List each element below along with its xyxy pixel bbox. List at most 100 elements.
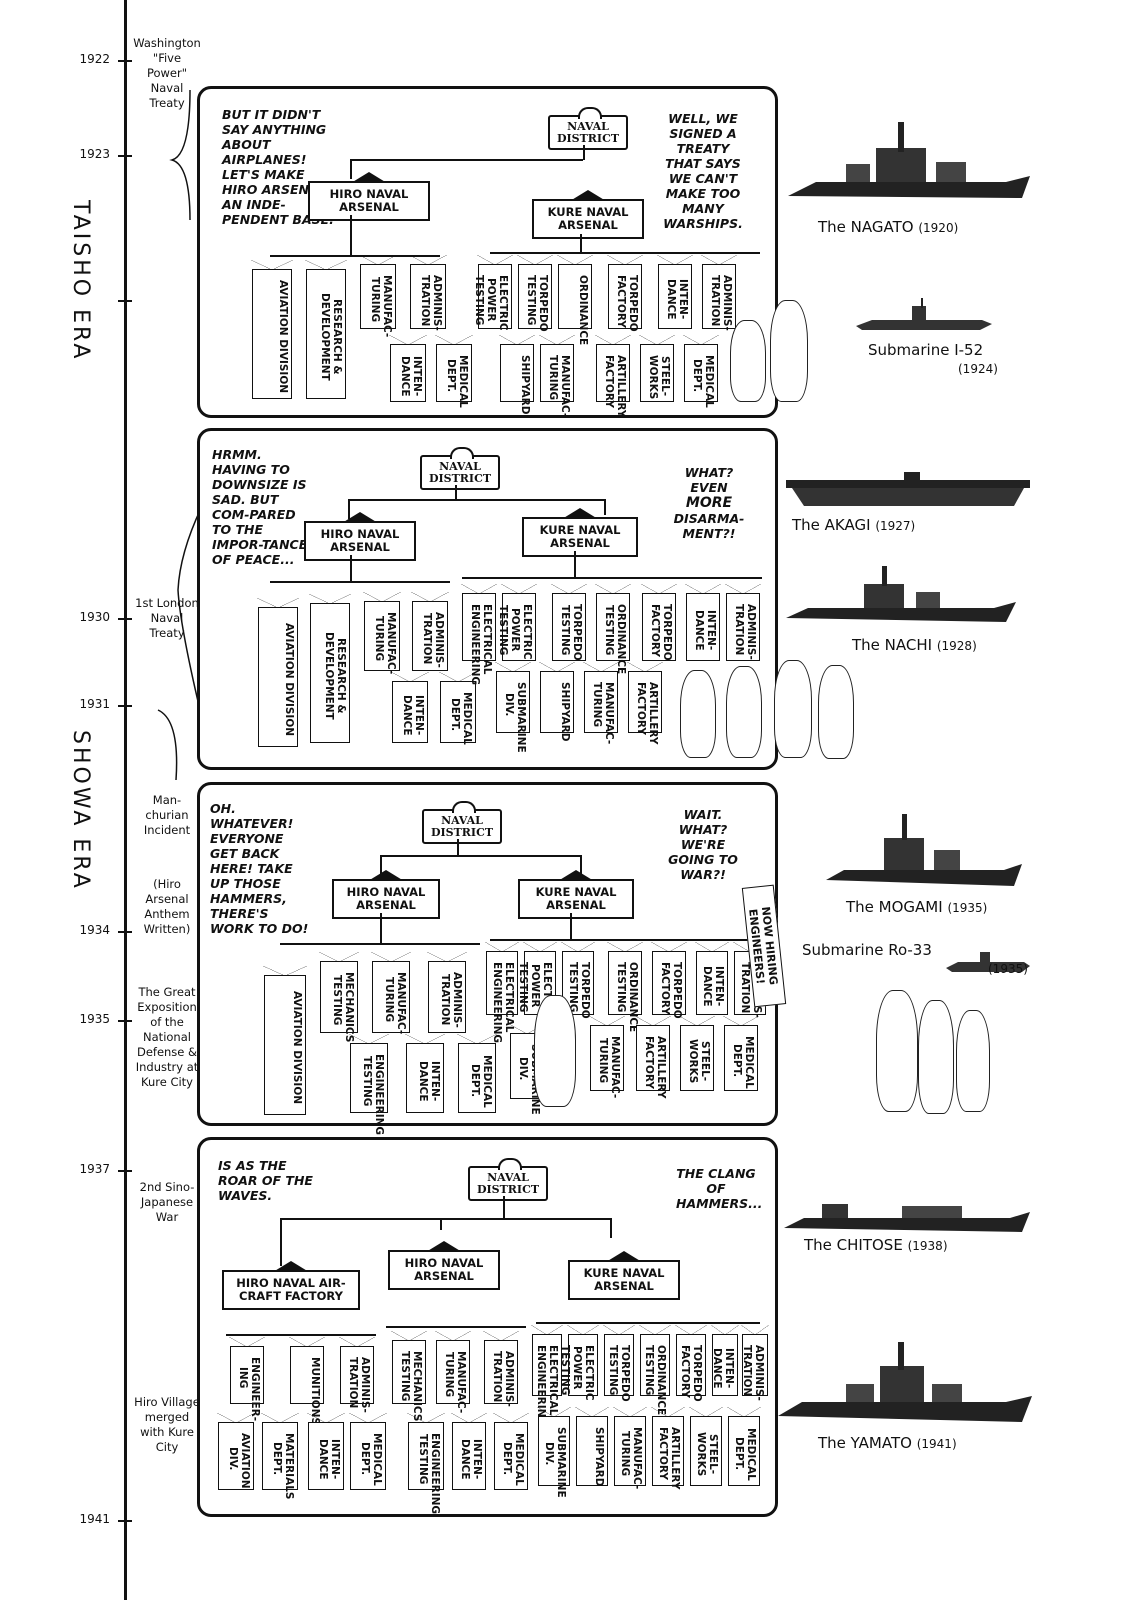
dept-intendance: INTEN-DANCE (391, 672, 429, 743)
dept-electrical-engineering: ELECTRICAL ENGINEERING (485, 942, 519, 1043)
dept-mechanics-testing: MECHANICS TESTING (391, 1331, 427, 1421)
dept-administration: ADMINIS-TRATION (411, 592, 449, 671)
dept-electric-power-testing: ELECTRIC POWER TESTING (559, 1325, 599, 1401)
ship-label-ro33: Submarine Ro-33(1935) (802, 941, 1028, 977)
dept-steelworks: STEEL-WORKS (639, 335, 675, 402)
dept-shipyard: SHIPYARD (575, 1407, 609, 1486)
worker-figure (726, 666, 762, 758)
dept-intendance: INTEN-DANCE (451, 1413, 487, 1490)
connector (386, 1326, 526, 1328)
speech-right-line3: DISARMA-MENT?! (673, 511, 745, 541)
dept-electric-power-testing: ELECTRIC POWER TESTING (473, 255, 513, 331)
year-1923: 1923 (79, 147, 110, 161)
dept-electrical-engineering: ELECTRICAL ENGINEERING (461, 584, 497, 685)
year-1930: 1930 (79, 610, 110, 624)
speech-right: WELL, WE SIGNED A TREATY THAT SAYS WE CA… (663, 111, 743, 231)
dept-manufacturing: MANUFAC-TURING (359, 255, 397, 337)
kure-naval-arsenal: KURE NAVAL ARSENAL (522, 508, 638, 557)
speech-left: HRMM. HAVING TO DOWNSIZE IS SAD. BUT COM… (212, 447, 308, 567)
dept-medical-kure: MEDICAL DEPT. (727, 1407, 761, 1486)
dept-medical-kure: MEDICAL DEPT. (683, 335, 719, 408)
year-1931: 1931 (79, 697, 110, 711)
dept-artillery-factory: ARTILLERY FACTORY (627, 662, 663, 744)
tick-1937 (118, 1170, 132, 1172)
dept-administration-kure: ADMINIS-TRATION (725, 584, 761, 661)
event-london-treaty: 1st London Naval Treaty (135, 596, 199, 640)
year-1934: 1934 (79, 923, 110, 937)
worker-figure (774, 660, 812, 758)
hiro-naval-aircraft-factory: HIRO NAVAL AIR-CRAFT FACTORY (222, 1261, 360, 1310)
connector (503, 1196, 505, 1218)
dept-medical: MEDICAL DEPT. (435, 335, 473, 408)
dept-intendance-kure: INTEN-DANCE (711, 1325, 739, 1396)
era-braces (157, 89, 206, 781)
era-label-showa: SHOWA ERA (68, 730, 93, 891)
ship-name: The CHITOSE (804, 1236, 903, 1254)
dept-intendance-aircraft: INTEN-DANCE (307, 1413, 345, 1490)
dept-torpedo-factory: TORPEDO FACTORY (651, 942, 687, 1019)
tick-1935 (118, 1020, 132, 1022)
ship-name: The MOGAMI (846, 898, 943, 916)
connector (490, 939, 760, 941)
dept-medical: MEDICAL DEPT. (439, 672, 477, 745)
dept-manufacturing: MANUFAC-TURING (371, 952, 411, 1034)
dept-torpedo-factory: TORPEDO FACTORY (675, 1325, 707, 1402)
dept-manufacturing-kure: MANUFAC-TURING (583, 662, 619, 744)
speech-right: WAIT. WHAT? WE'RE GOING TO WAR?! (668, 807, 738, 882)
hiro-naval-arsenal: HIRO NAVAL ARSENAL (304, 512, 416, 561)
dept-manufacturing-kure: MANUFAC-TURING (613, 1407, 647, 1489)
dept-engineering-testing: ENGINEERING TESTING (407, 1413, 445, 1514)
dept-manufacturing: MANUFAC-TURING (435, 1331, 471, 1413)
ship-year: (1938) (907, 1239, 948, 1253)
dept-submarine-div: SUBMARINE DIV. (537, 1407, 571, 1498)
connector (350, 555, 352, 581)
dept-intendance: INTEN-DANCE (405, 1034, 445, 1113)
connector (350, 159, 583, 161)
ship-name: The NACHI (852, 636, 933, 654)
ship-label-akagi: The AKAGI (1927) (792, 516, 915, 534)
girl-figure (956, 1010, 990, 1112)
year-1935: 1935 (79, 1012, 110, 1026)
tick-1934 (118, 931, 132, 933)
connector (350, 215, 352, 255)
connector (280, 1218, 282, 1266)
connector (280, 943, 480, 945)
worker-figure (730, 320, 766, 402)
dept-medical-kure: MEDICAL DEPT. (723, 1016, 759, 1091)
dept-artillery-factory: ARTILLERY FACTORY (595, 335, 631, 417)
dept-torpedo-factory: TORPEDO FACTORY (607, 255, 643, 332)
dept-medical: MEDICAL DEPT. (457, 1034, 497, 1113)
ship-year: (1927) (875, 519, 916, 533)
hiro-naval-arsenal: HIRO NAVAL ARSENAL (332, 870, 440, 919)
connector (226, 1334, 376, 1336)
dept-mechanics-testing: MECHANICS TESTING (319, 952, 359, 1042)
connector (270, 581, 450, 583)
speech-left: BUT IT DIDN'T SAY ANYTHING ABOUT AIRPLAN… (222, 107, 334, 227)
panel-1923: BUT IT DIDN'T SAY ANYTHING ABOUT AIRPLAN… (197, 86, 778, 418)
connector (380, 855, 382, 875)
dept-intendance: INTEN-DANCE (389, 335, 427, 402)
ship-year: (1935) (947, 901, 988, 915)
kure-naval-arsenal: KURE NAVAL ARSENAL (518, 870, 634, 919)
connector (604, 499, 606, 515)
dept-medical: MEDICAL DEPT. (493, 1413, 529, 1490)
connector (455, 485, 457, 500)
dept-torpedo-factory: TORPEDO FACTORY (641, 584, 677, 661)
year-1941: 1941 (79, 1512, 110, 1526)
event-anthem-written: (Hiro Arsenal Anthem Written) (143, 877, 191, 936)
hiro-naval-arsenal: HIRO NAVAL ARSENAL (308, 172, 430, 221)
connector (580, 234, 582, 252)
tick-1923 (118, 155, 132, 157)
dept-steelworks: STEEL-WORKS (689, 1407, 723, 1486)
ship-name: Submarine Ro-33 (802, 941, 932, 959)
connector (380, 855, 580, 857)
hiro-naval-arsenal: HIRO NAVAL ARSENAL (388, 1241, 500, 1290)
event-washington-treaty: Washington "Five Power" Naval Treaty (133, 36, 201, 110)
ship-nachi-drawing (786, 566, 1016, 622)
naval-district-building: NAVAL DISTRICT (548, 107, 628, 150)
worker-figure (680, 670, 716, 758)
tick-1931 (118, 705, 132, 707)
event-hiro-merged: Hiro Village merged with Kure City (134, 1395, 200, 1454)
dept-administration-kure: ADMINIS-TRATION (741, 1325, 769, 1401)
dept-aviation-div: AVIATION DIV. (217, 1413, 255, 1490)
